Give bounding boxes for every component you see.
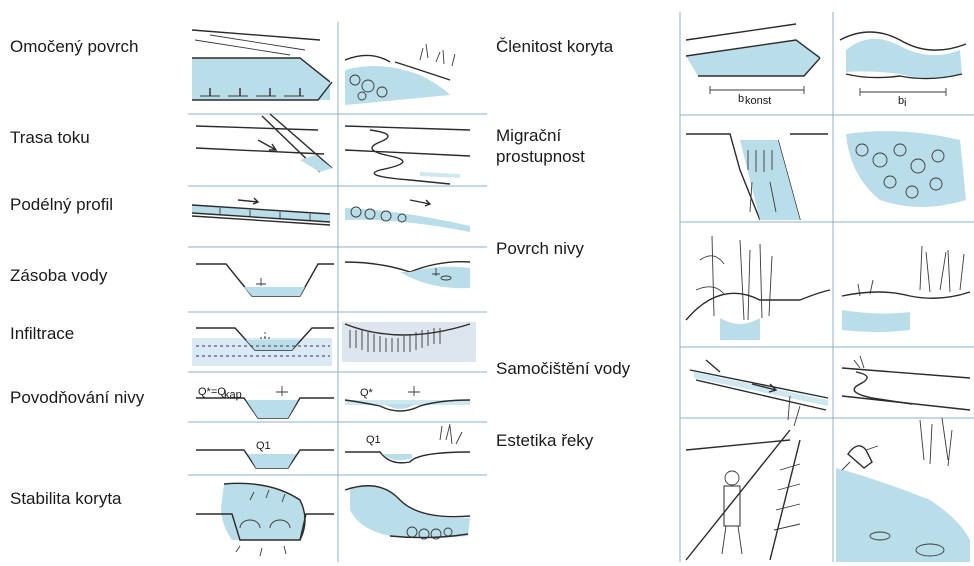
q1-left-label: Q1 — [256, 440, 271, 452]
fish-passage-rocky-ramp-sketch — [846, 131, 966, 207]
floodplain-surface-wetland-sketch — [842, 246, 970, 332]
river-aesthetics-nature-sketch — [836, 418, 970, 562]
river-route-meandering-sketch — [345, 126, 470, 184]
flood-left-label: Q*=Q — [198, 386, 226, 398]
channel-diversity-technical-sketch: b konst — [686, 24, 820, 107]
b-konst-sub: konst — [745, 95, 771, 107]
infiltration-natural-sketch — [342, 322, 476, 362]
floodplain-surface-reed-sketch — [686, 236, 830, 340]
q1-right-label: Q1 — [366, 434, 381, 446]
water-storage-natural-sketch — [345, 262, 470, 288]
flood-left-sub: kap — [224, 389, 242, 401]
left-grid-lines — [188, 22, 487, 562]
wetted-surface-technical-sketch — [192, 30, 332, 100]
q1-technical-sketch: Q1 — [196, 440, 334, 468]
longitudinal-profile-natural-sketch — [345, 200, 470, 232]
floodplain-natural-sketch: Q* — [345, 386, 470, 411]
infiltration-technical-sketch — [192, 328, 334, 366]
fish-passage-weir-sketch — [686, 134, 828, 220]
flood-right-label: Q* — [360, 387, 374, 399]
channel-diversity-natural-sketch: b i — [840, 32, 966, 109]
floodplain-technical-sketch: Q*=Q kap — [196, 386, 334, 418]
b-i-sub: i — [904, 97, 906, 109]
river-route-straight-sketch — [196, 114, 332, 172]
channel-stability-technical-sketch — [196, 483, 334, 556]
self-purification-natural-sketch — [842, 356, 970, 410]
self-purification-technical-sketch — [690, 360, 828, 410]
water-storage-technical-sketch — [196, 264, 334, 296]
river-aesthetics-canal-sketch — [686, 396, 800, 560]
longitudinal-profile-technical-sketch — [192, 198, 330, 225]
channel-stability-natural-sketch — [345, 486, 470, 539]
b-konst-label: b — [738, 93, 744, 105]
wetted-surface-natural-sketch — [345, 44, 455, 105]
q1-natural-sketch: Q1 — [345, 424, 470, 463]
